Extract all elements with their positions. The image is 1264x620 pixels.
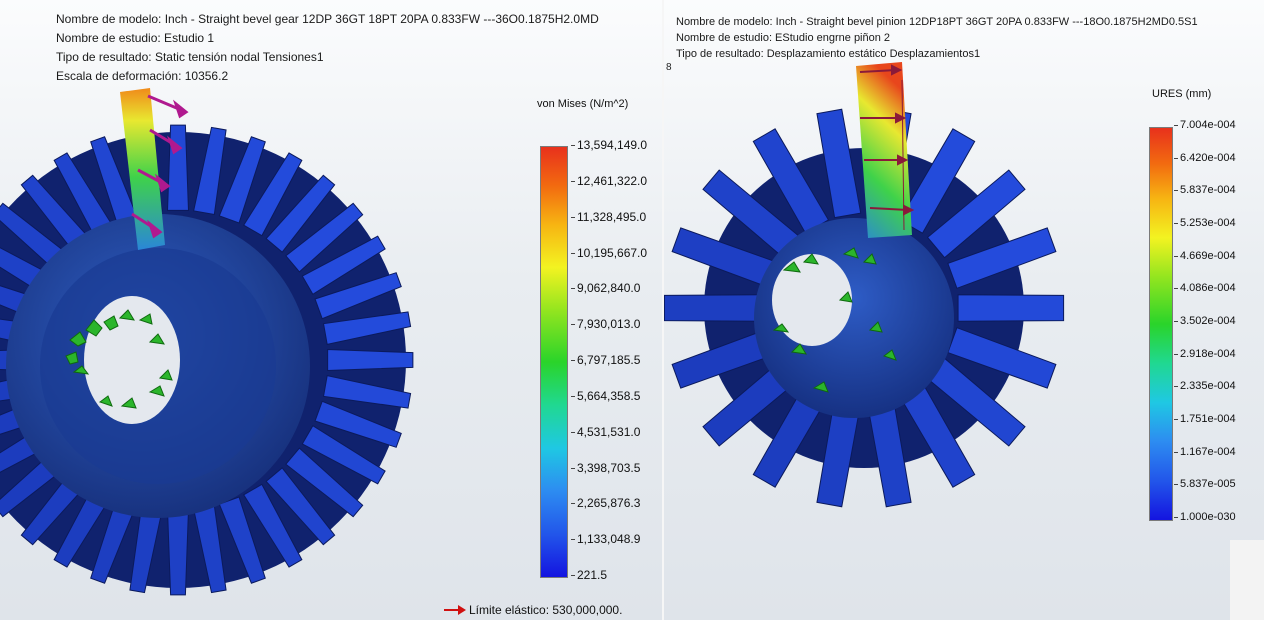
viewport-corner	[1230, 540, 1264, 620]
gear-tooth	[322, 311, 412, 345]
yield-strength-note: Límite elástico: 530,000,000.	[444, 603, 622, 617]
displacement-legend-title: URES (mm)	[1152, 88, 1212, 100]
gear-study-header: Nombre de modelo: Inch - Straight bevel …	[56, 10, 599, 86]
result-type-label: Tipo de resultado: Desplazamiento estáti…	[676, 48, 981, 60]
legend-tick-label: 6,797,185.5	[570, 353, 641, 367]
legend-tick-label: 4,531,531.0	[570, 424, 641, 439]
pinion-study-header: Nombre de modelo: Inch - Straight bevel …	[676, 14, 1198, 62]
gear-3d-viewport[interactable]	[0, 0, 664, 620]
model-name-label: Nombre de modelo: Inch - Straight bevel …	[56, 12, 599, 26]
stress-legend-title: von Mises (N/m^2)	[537, 98, 629, 110]
pinion-bore	[772, 254, 852, 346]
study-name-label: Nombre de estudio: Estudio 1	[56, 31, 215, 45]
legend-tick-label: 3.502e-004	[1174, 315, 1236, 327]
gear-tooth	[301, 425, 386, 485]
displacement-color-bar	[1149, 127, 1173, 521]
gear-tooth	[243, 483, 303, 568]
gear-tooth	[265, 467, 336, 546]
gear-tooth	[926, 169, 1026, 259]
legend-tick-label: 2.918e-004	[1174, 347, 1236, 360]
gear-tooth	[218, 136, 266, 224]
study-name-label: Nombre de estudio: EStudio engrne piñon …	[676, 32, 891, 44]
gear-tooth	[166, 509, 190, 596]
legend-tick-label: 1.167e-004	[1174, 445, 1236, 458]
gear-tooth	[243, 152, 303, 237]
legend-tick-label: 1.000e-030	[1174, 511, 1236, 523]
red-arrow-icon	[444, 605, 466, 615]
pinion-3d-viewport[interactable]	[664, 0, 1264, 620]
viewport-stray-mark: 8	[666, 62, 672, 73]
yield-strength-label: Límite elástico: 530,000,000.	[469, 603, 623, 617]
gear-tooth	[285, 202, 364, 273]
legend-tick-label: 4.669e-004	[1174, 249, 1236, 262]
pinion-load-arrows	[859, 64, 915, 231]
legend-tick-label: 7,930,013.0	[570, 317, 641, 332]
gear-tooth	[947, 227, 1057, 289]
gear-tooth	[193, 126, 227, 216]
gear-tooth	[898, 128, 976, 234]
legend-tick-label: 5.837e-004	[1174, 184, 1236, 197]
max-displacement-tooth	[856, 62, 912, 238]
pinion-fixture-markers	[772, 247, 897, 393]
max-stress-tooth	[120, 88, 165, 250]
deformation-scale-label: Escala de deformación: 10356.2	[56, 69, 229, 83]
legend-tick-label: 9,062,840.0	[570, 281, 641, 296]
gear-tooth	[327, 348, 414, 372]
legend-tick-label: 3,398,703.5	[570, 460, 641, 475]
legend-tick-label: 1.751e-004	[1174, 413, 1236, 425]
gear-tooth	[285, 447, 364, 518]
legend-tick-label: 12,461,322.0	[570, 173, 648, 188]
gear-tooth	[265, 174, 336, 253]
legend-tick-label: 7.004e-004	[1174, 119, 1236, 131]
pinion-body	[664, 62, 1065, 508]
load-arrows	[131, 94, 189, 239]
legend-tick-label: 2,265,876.3	[570, 496, 641, 511]
gear-tooth	[816, 108, 862, 219]
legend-tick-label: 11,328,495.0	[570, 209, 647, 224]
legend-tick-label: 5.253e-004	[1174, 217, 1236, 229]
stress-color-bar	[540, 146, 568, 578]
legend-tick-label: 4.086e-004	[1174, 282, 1236, 295]
legend-tick-label: 2.335e-004	[1174, 380, 1236, 393]
gear-body	[0, 88, 414, 596]
gear-tooth	[314, 272, 402, 320]
legend-tick-label: 5,664,358.5	[570, 388, 641, 403]
legend-tick-label: 1,133,048.9	[570, 532, 641, 547]
gear-tooth	[301, 235, 386, 295]
legend-tick-label: 5.837e-005	[1174, 478, 1236, 491]
model-name-label: Nombre de modelo: Inch - Straight bevel …	[676, 16, 1198, 28]
legend-tick-label: 13,594,149.0	[570, 138, 648, 152]
gear-tooth	[322, 375, 412, 409]
gear-tooth	[166, 124, 190, 211]
legend-tick-label: 10,195,667.0	[570, 245, 648, 260]
gear-tooth	[314, 400, 402, 448]
fixture-markers	[65, 309, 173, 409]
legend-tick-label: 221.5	[570, 568, 608, 582]
gear-tooth	[957, 294, 1065, 322]
result-type-label: Tipo de resultado: Static tensión nodal …	[56, 50, 324, 64]
pinion-displacement-panel: 8 Nombre de modelo: Inch - Straight beve…	[664, 0, 1264, 620]
gear-stress-panel: Nombre de modelo: Inch - Straight bevel …	[0, 0, 664, 620]
panel-divider	[662, 0, 665, 620]
legend-tick-label: 6.420e-004	[1174, 151, 1236, 164]
gear-tooth	[947, 327, 1057, 389]
